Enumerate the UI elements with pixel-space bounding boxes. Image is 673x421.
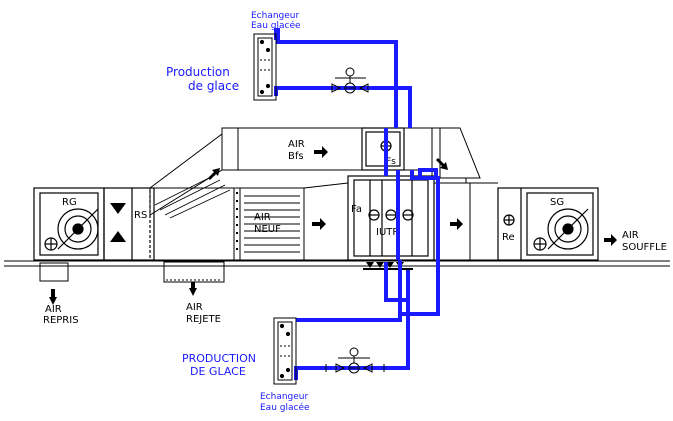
production-top-line2: de glace <box>188 79 239 93</box>
exchanger-top-line2: Eau glacée <box>251 20 301 31</box>
airflow-arrows <box>49 146 617 305</box>
rs-label: RS <box>134 210 147 221</box>
air-rejete-line2: REJETE <box>186 314 221 325</box>
air-bfs-line1: AIR <box>288 139 305 150</box>
air-souffle-line2: SOUFFLE <box>622 242 667 253</box>
fs-unit <box>361 127 405 171</box>
damper-arrows-icon <box>110 203 126 242</box>
repris-grille <box>39 262 69 282</box>
production-top-line1: Production <box>166 65 230 79</box>
sg-label: SG <box>550 197 564 208</box>
sg-box <box>497 187 599 261</box>
fs-label: Fs <box>386 157 396 167</box>
air-rejete-line1: AIR <box>186 302 203 313</box>
rejete-grille <box>163 261 225 283</box>
rs-box <box>103 187 155 261</box>
fa-label: Fa <box>351 204 362 215</box>
rg-label: RG <box>62 197 77 208</box>
air-neuf-louver <box>239 187 305 261</box>
valve-bottom-icon <box>325 347 385 374</box>
mixing-dots <box>236 192 238 250</box>
air-souffle-line1: AIR <box>622 230 639 241</box>
exchanger-top-line1: Echangeur <box>251 11 300 21</box>
air-repris-line1: AIR <box>45 304 62 315</box>
exchanger-bottom-icon <box>273 317 297 385</box>
exchanger-bottom-line2: Eau glacée <box>260 402 310 413</box>
rg-box <box>33 187 105 261</box>
duct-hatching <box>154 174 231 219</box>
re-label: Re <box>502 232 515 243</box>
valve-top-icon <box>331 67 369 94</box>
air-bfs-line2: Bfs <box>288 151 304 162</box>
ground-lines <box>4 260 670 267</box>
production-bottom-line2: DE GLACE <box>190 365 246 378</box>
air-neuf-line1: AIR <box>254 212 271 223</box>
iutp-label: IUTP <box>376 227 398 238</box>
air-neuf-line2: NEUF <box>254 224 281 235</box>
production-bottom-line1: PRODUCTION <box>182 352 256 365</box>
air-repris-line2: REPRIS <box>43 315 79 326</box>
iutp-unit <box>347 175 435 261</box>
exchanger-bottom-line1: Echangeur <box>260 392 309 402</box>
exchanger-top-icon <box>253 33 277 101</box>
lower-duct <box>303 182 498 261</box>
